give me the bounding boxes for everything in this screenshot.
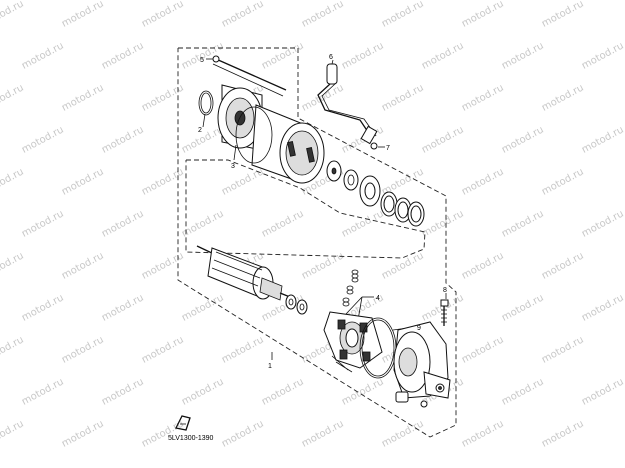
leader-4b [345, 296, 363, 315]
part-yoke-housing [235, 104, 325, 184]
callout-5: 5 [200, 57, 204, 64]
callout-4: 4 [376, 295, 380, 302]
drawing-code: 5LV1300-1390 [168, 435, 214, 442]
callout-7: 7 [386, 145, 390, 152]
callout-6: 6 [329, 54, 333, 61]
part-brush-holder [323, 311, 383, 373]
callout-3-rear: 3 [231, 163, 235, 170]
part-lead-wire [317, 63, 378, 150]
leader-2 [202, 113, 206, 128]
part-brush-springs [342, 269, 359, 307]
assembly-boundary-inner [185, 159, 426, 259]
part-front-cover [393, 321, 451, 408]
part-bolt [440, 299, 449, 326]
assembly-boundary-outer [177, 47, 457, 438]
part-long-bolt [212, 55, 287, 97]
part-thrust-washers [285, 294, 308, 315]
callout-9: 9 [417, 325, 421, 332]
front-direction-icon [175, 415, 191, 431]
part-o-ring [198, 90, 214, 116]
callout-1: 1 [268, 363, 272, 370]
leader-3a [233, 144, 237, 161]
callout-8: 8 [443, 287, 447, 294]
callout-2: 2 [198, 127, 202, 134]
leader-6 [331, 59, 334, 65]
part-washer-set [326, 160, 425, 227]
part-armature [196, 245, 291, 301]
